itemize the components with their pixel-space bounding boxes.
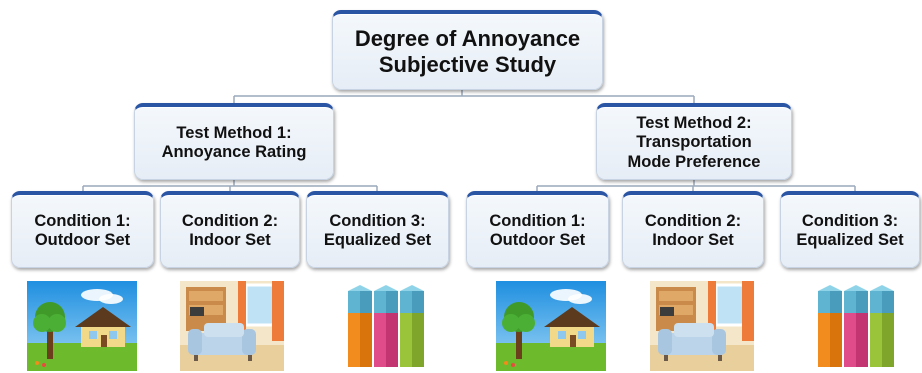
root-box: Degree of Annoyance Subjective Study xyxy=(332,10,603,90)
method-2-condition-2-line2: Indoor Set xyxy=(652,231,734,249)
method-1-condition-3-box: Condition 3: Equalized Set xyxy=(306,191,449,268)
method-2-condition-3-box: Condition 3: Equalized Set xyxy=(780,191,920,268)
house-outdoor-scene-icon xyxy=(496,281,606,371)
living-room-indoor-scene-icon xyxy=(650,281,754,371)
method-1-condition-1-line2: Outdoor Set xyxy=(34,231,131,249)
test-method-2-line3: Mode Preference xyxy=(627,152,761,171)
method-2-condition-3-line2: Equalized Set xyxy=(796,231,904,249)
method-2-condition-1-line1: Condition 1: xyxy=(489,211,586,230)
root-title-line2: Subjective Study xyxy=(378,51,557,77)
test-method-2-box: Test Method 2: Transportation Mode Prefe… xyxy=(596,103,792,180)
method-2-condition-1-box: Condition 1: Outdoor Set xyxy=(466,191,609,268)
equal-bars-3d-icon xyxy=(818,285,894,367)
method-2-condition-2-line1: Condition 2: xyxy=(644,211,742,230)
method-1-condition-1-box: Condition 1: Outdoor Set xyxy=(11,191,154,268)
method-2-condition-3-line1: Condition 3: xyxy=(801,211,899,230)
method-1-condition-2-box: Condition 2: Indoor Set xyxy=(160,191,300,268)
method-1-condition-2-line1: Condition 2: xyxy=(181,211,279,230)
test-method-2-line2: Transportation xyxy=(636,133,752,152)
method-1-condition-2-line2: Indoor Set xyxy=(189,231,271,249)
root-title-line1: Degree of Annoyance xyxy=(354,25,581,51)
method-1-condition-3-line2: Equalized Set xyxy=(323,231,432,249)
test-method-1-box: Test Method 1: Annoyance Rating xyxy=(134,103,334,180)
living-room-indoor-scene-icon xyxy=(180,281,284,371)
method-1-condition-3-line1: Condition 3: xyxy=(329,211,426,230)
method-1-condition-1-line1: Condition 1: xyxy=(34,211,131,230)
house-outdoor-scene-icon xyxy=(27,281,137,371)
equal-bars-3d-icon xyxy=(348,285,424,367)
method-2-condition-2-box: Condition 2: Indoor Set xyxy=(622,191,764,268)
method-2-condition-1-line2: Outdoor Set xyxy=(489,231,586,249)
test-method-1-line2: Annoyance Rating xyxy=(161,143,307,161)
test-method-2-line1: Test Method 2: xyxy=(636,113,752,132)
test-method-1-line1: Test Method 1: xyxy=(176,123,292,142)
